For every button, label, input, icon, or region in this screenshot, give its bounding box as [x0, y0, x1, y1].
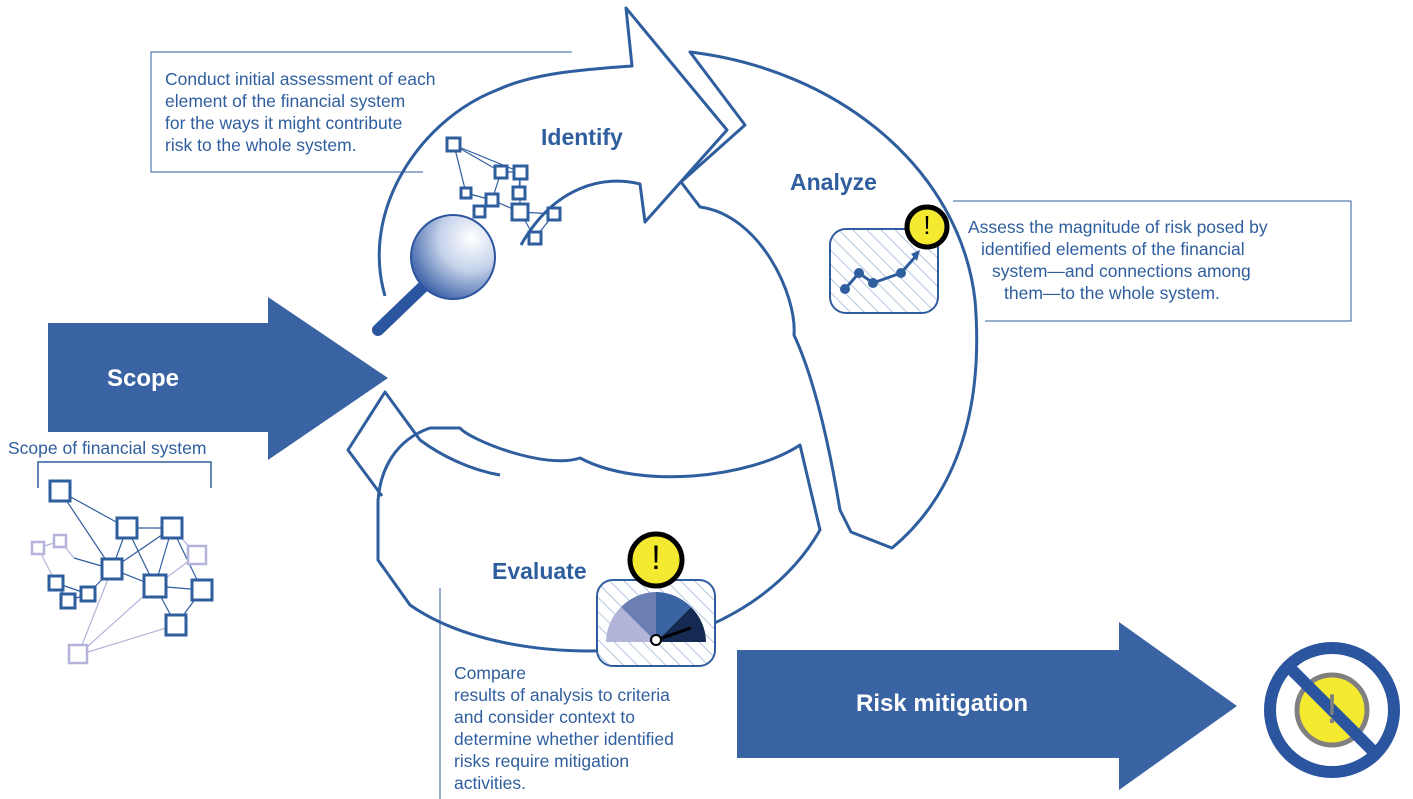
prohibited-alert-symbol: ! [1326, 685, 1338, 732]
evaluate-description: Compare results of analysis to criteria … [454, 662, 674, 794]
analyze-alert-symbol: ! [923, 210, 931, 240]
risk-mitigation-label: Risk mitigation [856, 690, 1029, 717]
analyze-description: Assess the magnitude of risk posed by id… [968, 216, 1328, 304]
evaluate-description-line: determine whether identified [454, 729, 674, 749]
analyze-description-line: Assess the magnitude of risk posed by [968, 217, 1268, 237]
evaluate-alert-icon [627, 531, 685, 589]
scope-system-caption: Scope of financial system [8, 438, 207, 458]
evaluate-description-line: Compare [454, 663, 526, 683]
identify-network-icon [445, 136, 562, 246]
evaluate-description-line: results of analysis to criteria [454, 685, 670, 705]
scope-arrow-label: Scope [107, 365, 180, 392]
identify-description-line: element of the financial system [165, 91, 406, 111]
risk-mitigation-arrow [737, 622, 1237, 790]
scope-bracket [37, 461, 212, 488]
identify-callout-frame [150, 51, 572, 173]
identify-description: Conduct initial assessment of each eleme… [165, 68, 435, 156]
identify-description-line: for the ways it might contribute [165, 113, 403, 133]
gauge-icon [596, 579, 716, 667]
cycle-ring [346, 6, 979, 653]
analyze-callout-frame [953, 200, 1352, 322]
analyze-description-line: them—to the whole system. [1004, 283, 1220, 303]
identify-description-line: Conduct initial assessment of each [165, 69, 436, 89]
analyze-label: Analyze [790, 169, 877, 195]
trend-chart-icon [829, 228, 939, 314]
scope-arrow [48, 297, 388, 460]
identify-description-line: risk to the whole system. [165, 135, 357, 155]
evaluate-description-line: risks require mitigation [454, 751, 630, 771]
analyze-description-line: system—and connections among [992, 261, 1251, 281]
analyze-alert-icon [904, 204, 950, 250]
evaluate-alert-symbol: ! [651, 539, 661, 577]
evaluate-label: Evaluate [492, 558, 587, 584]
magnifying-glass-icon [372, 214, 496, 336]
identify-label: Identify [541, 124, 623, 150]
prohibited-alert-icon [1264, 642, 1400, 778]
evaluate-description-line: and consider context to [454, 707, 635, 727]
evaluate-description-line: activities. [454, 773, 526, 793]
scope-network-icon [30, 479, 214, 665]
analyze-description-line: identified elements of the financial [981, 239, 1245, 259]
